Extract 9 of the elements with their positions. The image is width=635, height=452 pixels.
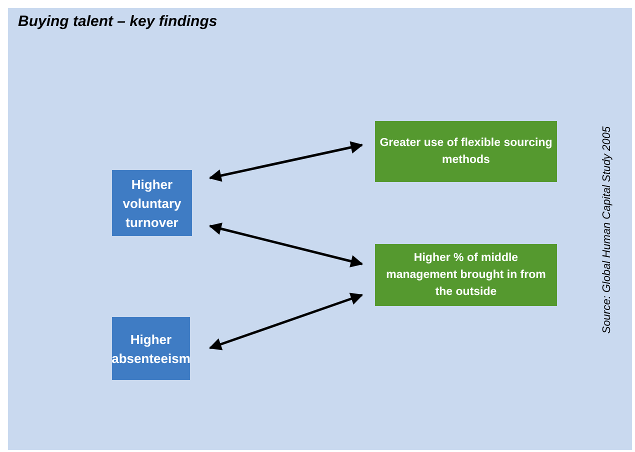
- double-arrow: [208, 141, 364, 182]
- outcome-box: Greater use of flexible sourcing methods: [375, 121, 557, 182]
- double-arrow: [208, 292, 364, 350]
- finding-box: Higher absenteeism: [112, 317, 190, 380]
- title: Buying talent – key findings: [18, 13, 218, 30]
- outcome-box: Higher % of middle management brought in from the outside: [375, 244, 557, 306]
- source-note: Source: Global Human Capital Study 2005: [601, 126, 613, 334]
- finding-box: Higher voluntary turnover: [112, 170, 192, 236]
- double-arrow: [208, 222, 364, 268]
